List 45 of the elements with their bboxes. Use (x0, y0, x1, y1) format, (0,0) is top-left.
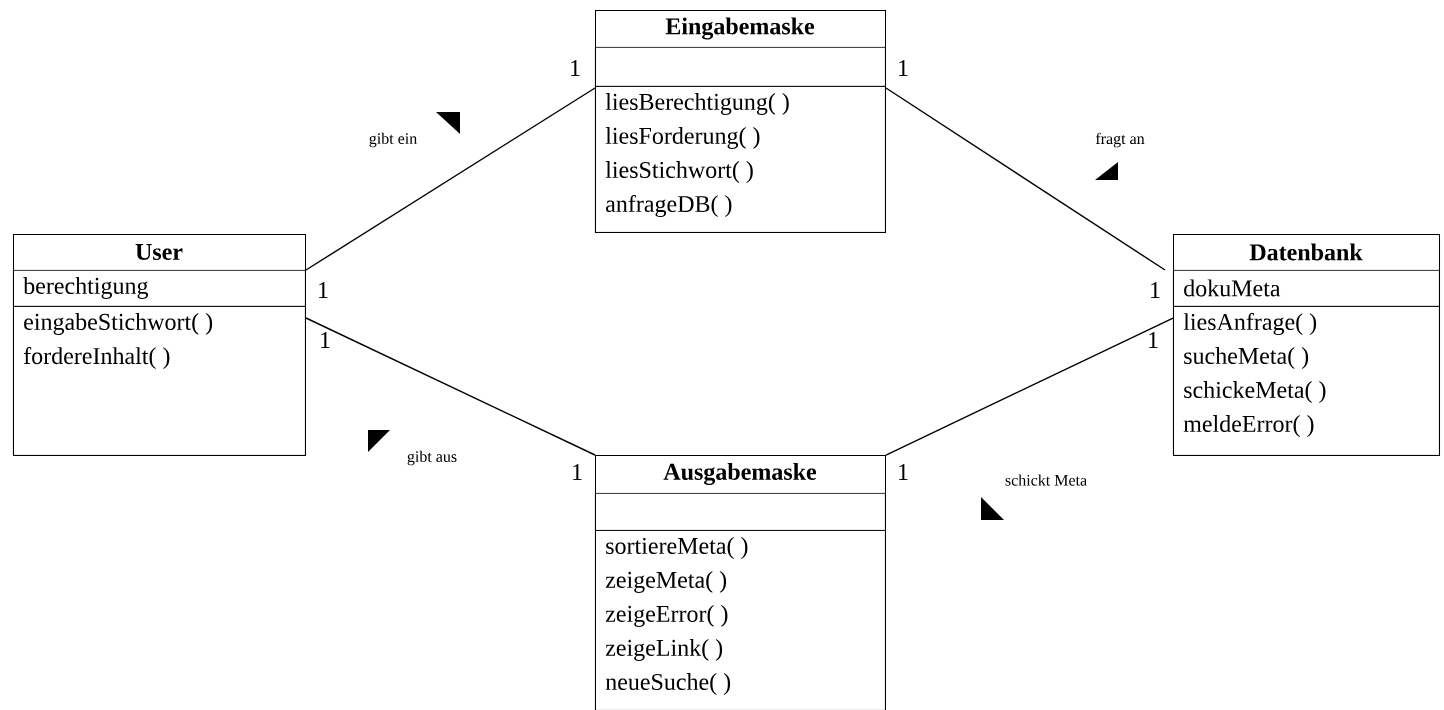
class-name: Datenbank (1249, 243, 1363, 261)
method-name: sortiereMeta( ) (606, 537, 748, 559)
method-name: liesBerechtigung( ) (605, 93, 789, 115)
attribute-compartment (595, 47, 886, 87)
attribute-compartment (595, 493, 886, 531)
association-line (885, 317, 1174, 456)
attribute-compartment (1173, 270, 1440, 307)
method-name: sucheMeta( ) (1184, 347, 1309, 369)
attribute-compartment (13, 270, 306, 307)
method-name: zeigeError( ) (605, 605, 728, 627)
method-name: fordereInhalt( ) (23, 347, 170, 369)
edge-label: gibt ein (366, 130, 420, 150)
class-name: Eingabemaske (665, 17, 815, 40)
method-name: neueSuche( ) (605, 673, 731, 695)
method-name: anfrageDB( ) (606, 194, 732, 218)
multiplicity: 1 (899, 60, 908, 76)
attribute-name: dokuMeta (1184, 279, 1281, 297)
method-name: schickeMeta( ) (1184, 381, 1326, 403)
method-name: zeigeMeta( ) (605, 571, 727, 593)
method-name: meldeError( ) (1183, 415, 1314, 437)
method-compartment (13, 306, 306, 456)
method-name: liesStichwort( ) (605, 161, 753, 183)
method-compartment (595, 86, 886, 233)
class-name: Ausgabemaske (663, 463, 817, 485)
method-name: liesForderung( ) (605, 127, 760, 149)
attribute-name: berechtigung (23, 277, 149, 299)
edge-label: fragt an (1093, 130, 1147, 150)
multiplicity: 1 (1149, 332, 1158, 348)
multiplicity: 1 (319, 282, 328, 298)
method-compartment (595, 530, 886, 710)
multiplicity: 1 (571, 60, 580, 76)
edge-label: schickt Meta (1002, 472, 1090, 488)
multiplicity: 1 (573, 464, 582, 480)
method-name: liesAnfrage( ) (1183, 312, 1317, 336)
method-name: zeigeLink( ) (605, 639, 723, 661)
class-name: User (135, 244, 183, 260)
association-line (305, 87, 596, 271)
method-compartment (1173, 306, 1440, 456)
multiplicity: 1 (1151, 282, 1160, 298)
edge-label: gibt aus (404, 448, 460, 468)
association-line (885, 87, 1166, 271)
multiplicity: 1 (321, 332, 330, 348)
association-line (305, 317, 596, 456)
multiplicity: 1 (899, 464, 908, 480)
method-name: eingabeStichwort( ) (24, 313, 213, 335)
